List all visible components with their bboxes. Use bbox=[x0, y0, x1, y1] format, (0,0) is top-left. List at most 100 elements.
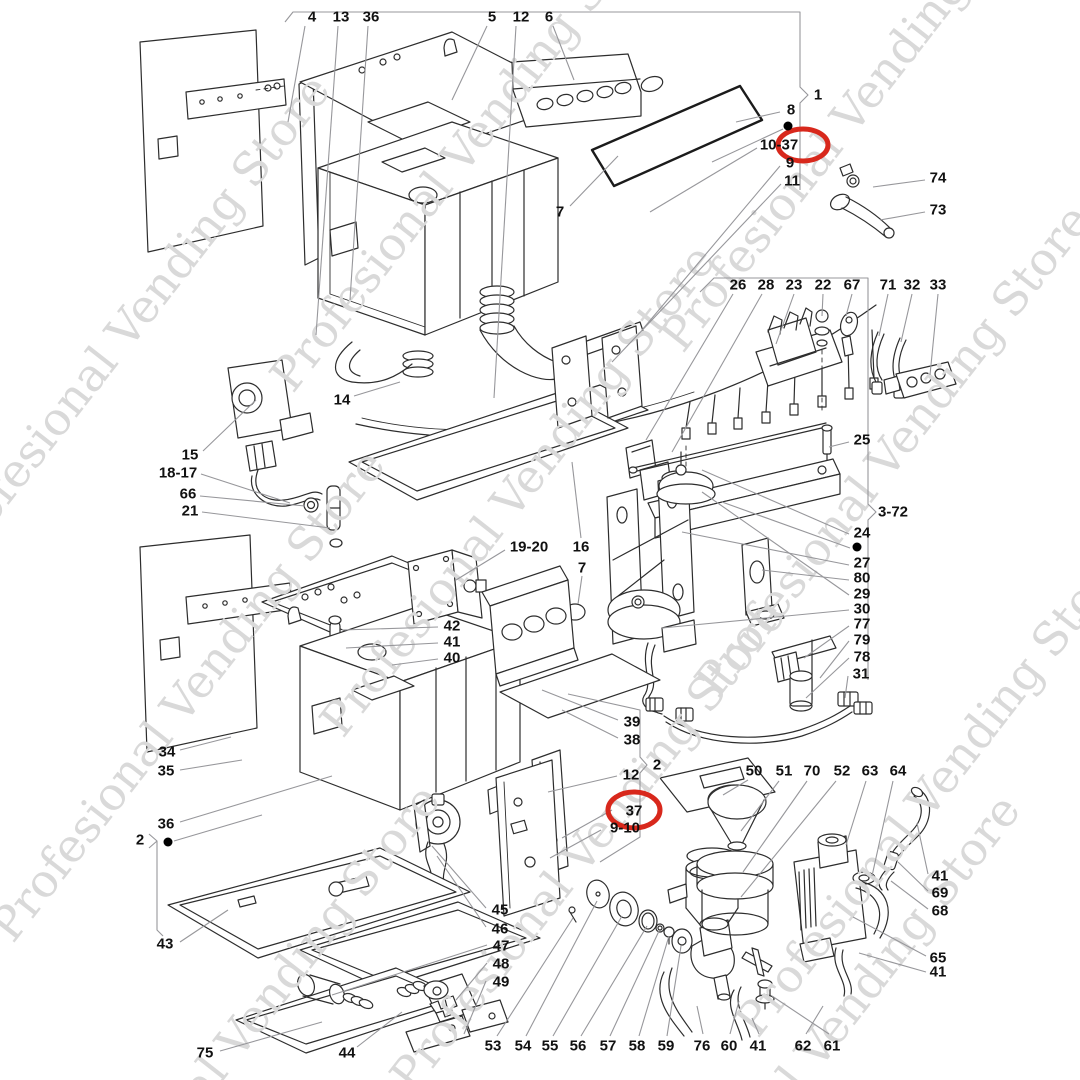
part-label-15: 15 bbox=[182, 447, 199, 464]
part-label-36: 36 bbox=[158, 816, 175, 833]
boiler-lower-assembly bbox=[261, 555, 521, 811]
group-bracket-1 bbox=[284, 11, 809, 190]
group-bracket-2-center bbox=[567, 693, 648, 863]
handle-73-74 bbox=[829, 163, 895, 239]
part-label-59: 59 bbox=[658, 1038, 675, 1055]
part-label-61: 61 bbox=[824, 1038, 841, 1055]
part-label-6: 6 bbox=[545, 9, 553, 26]
back-panel-upper bbox=[139, 29, 287, 253]
part-label-66: 66 bbox=[180, 486, 197, 503]
part-label-9-10: 9-10 bbox=[610, 820, 640, 837]
part-label-41: 41 bbox=[932, 868, 949, 885]
grinder-column bbox=[659, 757, 776, 936]
part-label-79: 79 bbox=[854, 632, 871, 649]
part-label-23: 23 bbox=[786, 277, 803, 294]
exploded-drawing bbox=[139, 29, 957, 1054]
part-label-47: 47 bbox=[493, 938, 510, 955]
part-label-36: 36 bbox=[363, 9, 380, 26]
oval-part bbox=[640, 75, 664, 93]
part-label-46: 46 bbox=[492, 921, 509, 938]
part-label-8: 8 bbox=[787, 102, 795, 119]
part-label-54: 54 bbox=[515, 1038, 532, 1055]
part-label-73: 73 bbox=[930, 202, 947, 219]
part-label-76: 76 bbox=[694, 1038, 711, 1055]
part-label-37: 37 bbox=[626, 803, 643, 820]
part-label-45: 45 bbox=[492, 902, 509, 919]
part-label-74: 74 bbox=[930, 170, 947, 187]
part-label-62: 62 bbox=[795, 1038, 812, 1055]
group-bracket-2-left bbox=[148, 833, 164, 937]
group-bracket-3-72 bbox=[699, 277, 877, 680]
part-label-48: 48 bbox=[493, 956, 510, 973]
relay-group bbox=[755, 307, 957, 413]
part-label-68: 68 bbox=[932, 903, 949, 920]
callout-dot bbox=[852, 542, 862, 552]
part-label-65: 65 bbox=[930, 950, 947, 967]
part-label-24: 24 bbox=[854, 525, 871, 542]
part-label-64: 64 bbox=[890, 763, 907, 780]
part-label-29: 29 bbox=[854, 586, 871, 603]
callout-dot bbox=[783, 121, 793, 131]
grinder-motor bbox=[793, 786, 931, 997]
part-label-14: 14 bbox=[334, 392, 351, 409]
part-label-7: 7 bbox=[578, 560, 586, 577]
part-label-53: 53 bbox=[485, 1038, 502, 1055]
part-label-60: 60 bbox=[721, 1038, 738, 1055]
part-label-52: 52 bbox=[834, 763, 851, 780]
part-label-12: 12 bbox=[513, 9, 530, 26]
part-label-11: 11 bbox=[784, 173, 800, 190]
pump-motor-15 bbox=[227, 359, 343, 548]
part-label-13: 13 bbox=[333, 9, 350, 26]
part-label-63: 63 bbox=[862, 763, 879, 780]
part-label-58: 58 bbox=[629, 1038, 646, 1055]
part-label-41: 41 bbox=[930, 964, 947, 981]
front-grille-strip bbox=[511, 53, 642, 128]
band-39 bbox=[481, 565, 661, 719]
part-label-32: 32 bbox=[904, 277, 921, 294]
part-label-2: 2 bbox=[653, 757, 661, 774]
part-label-67: 67 bbox=[844, 277, 861, 294]
part-label-33: 33 bbox=[930, 277, 947, 294]
leader-lines bbox=[148, 11, 939, 1052]
part-label-41: 41 bbox=[750, 1038, 767, 1055]
part-label-21: 21 bbox=[182, 503, 199, 520]
part-label-39: 39 bbox=[624, 714, 641, 731]
part-label-18-17: 18-17 bbox=[159, 465, 197, 482]
part-label-41: 41 bbox=[444, 634, 461, 651]
part-label-10-37: 10-37 bbox=[760, 137, 798, 154]
part-label-19-20: 19-20 bbox=[510, 539, 548, 556]
part-label-49: 49 bbox=[493, 974, 510, 991]
part-label-3-72: 3-72 bbox=[878, 504, 908, 521]
rod-and-sensor bbox=[628, 422, 833, 474]
part-label-71: 71 bbox=[880, 277, 897, 294]
part-label-35: 35 bbox=[158, 763, 175, 780]
part-label-77: 77 bbox=[854, 616, 871, 633]
part-label-50: 50 bbox=[746, 763, 763, 780]
inlet-assembly bbox=[296, 973, 509, 1053]
part-label-42: 42 bbox=[444, 618, 461, 635]
part-label-27: 27 bbox=[854, 555, 871, 572]
frame-assembly bbox=[606, 451, 873, 744]
part-label-30: 30 bbox=[854, 601, 871, 618]
part-label-22: 22 bbox=[815, 277, 832, 294]
part-label-75: 75 bbox=[197, 1045, 214, 1062]
part-label-56: 56 bbox=[570, 1038, 587, 1055]
part-label-4: 4 bbox=[308, 9, 317, 26]
boiler-box-upper bbox=[317, 121, 559, 336]
part-label-80: 80 bbox=[854, 570, 871, 587]
corrugated-hoses bbox=[335, 285, 561, 384]
part-label-7: 7 bbox=[556, 204, 564, 221]
part-label-78: 78 bbox=[854, 649, 871, 666]
part-label-55: 55 bbox=[542, 1038, 559, 1055]
part-label-40: 40 bbox=[444, 650, 461, 667]
bracket-9-11 bbox=[551, 321, 645, 429]
part-label-31: 31 bbox=[853, 666, 870, 683]
callout-dots bbox=[163, 121, 862, 847]
part-label-38: 38 bbox=[624, 732, 641, 749]
transformer-19-20 bbox=[407, 549, 487, 625]
part-label-44: 44 bbox=[339, 1045, 356, 1062]
part-label-69: 69 bbox=[932, 885, 949, 902]
dispenser-panels bbox=[413, 749, 569, 917]
